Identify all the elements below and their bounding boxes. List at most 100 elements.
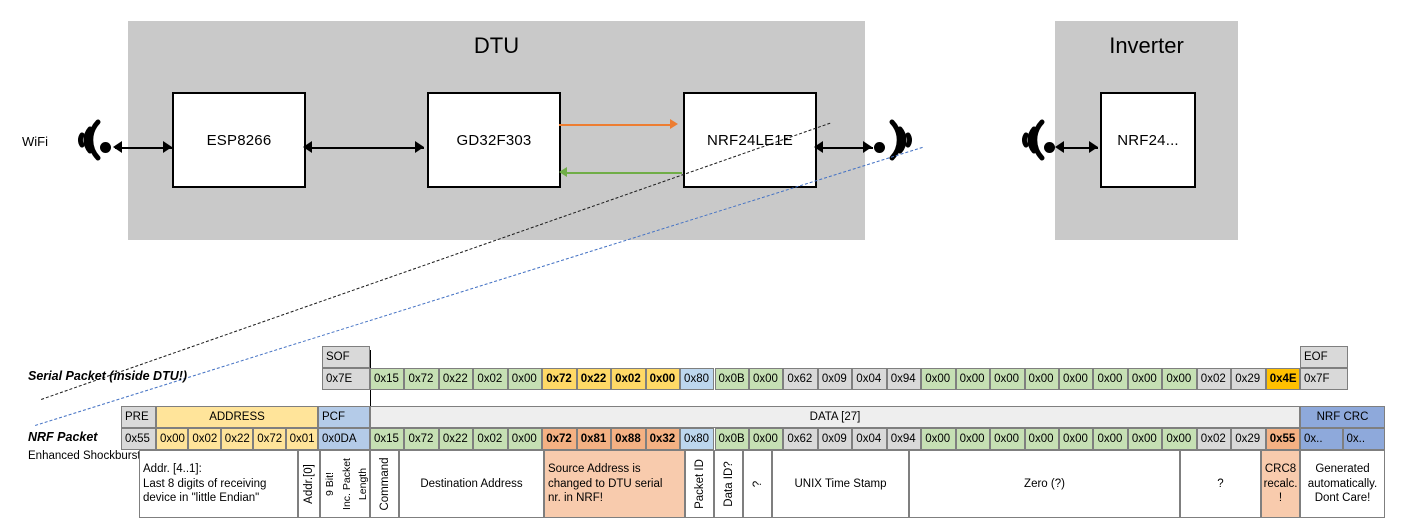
nrf-byte-15: 0x94 [886,428,922,450]
nrf-pre-value: 0x55 [121,428,156,450]
nrf-packet-sublabel: Enhanced Shockburst [28,450,141,462]
serial-byte-7: 0x02 [611,368,646,390]
desc-crc8-line2: recalc. [1263,477,1298,490]
antenna-inverter-icon [1022,119,1045,161]
arrow-wifi-esp-head-right [163,141,172,153]
serial-byte-14: 0x04 [852,368,887,390]
serial-sof-header: SOF [322,346,370,368]
desc-zero: Zero (?) [909,450,1180,518]
arrow-nrf-antenna-head-left [814,141,823,153]
desc-nrf-crc-line2: automatically. [1307,477,1378,490]
serial-byte-17: 0x00 [955,368,991,390]
serial-byte-13: 0x09 [817,368,853,390]
serial-eof-value: 0x7F [1300,368,1348,390]
arrow-esp-gd32 [307,147,424,149]
serial-byte-5: 0x72 [542,368,577,390]
nrf-address-value-4: 0x01 [285,428,318,450]
wifi-label: WiFi [22,134,48,149]
nrf-pcf-header: PCF [318,406,370,428]
serial-byte-19: 0x00 [1024,368,1059,390]
nrf-crc-value-1: 0x.. [1342,428,1385,450]
desc-addr0-label: Addr.[0] [303,464,315,504]
serial-byte-9: 0x80 [680,368,715,390]
serial-byte-1: 0x72 [404,368,439,390]
chip-gd32f303-label: GD32F303 [456,131,532,149]
desc-address-line3: device in "little Endian" [143,492,260,505]
nrf-byte-25: 0x29 [1231,428,1266,450]
desc-source-line1: Source Address is [548,462,641,475]
nrf-byte-6: 0x81 [576,428,612,450]
nrf-byte-18: 0x00 [990,428,1025,450]
nrf-byte-2: 0x22 [438,428,474,450]
nrf-byte-1: 0x72 [404,428,439,450]
serial-byte-25: 0x29 [1231,368,1266,390]
serial-byte-8: 0x00 [645,368,681,390]
nrf-address-value-3: 0x72 [253,428,286,450]
serial-byte-4: 0x00 [507,368,543,390]
nrf-byte-12: 0x62 [783,428,818,450]
desc-data-id-label: Data ID? [722,461,735,507]
nrf-byte-19: 0x00 [1024,428,1059,450]
serial-eof-header: EOF [1300,346,1348,368]
arrow-nrf-gd32-green-head [559,167,567,177]
desc-timestamp: UNIX Time Stamp [772,450,909,518]
nrf-pre-header: PRE [121,406,156,428]
dtu-title: DTU [473,33,520,58]
arrow-nrf-antenna [818,147,873,149]
serial-sof-value: 0x7E [322,368,370,390]
desc-crc8-line3: ! [1278,492,1283,505]
nrf-byte-26: 0x55 [1265,428,1301,450]
desc-pcf: 9 Bit! Inc. Packet Length [320,450,370,518]
nrf-byte-8: 0x32 [645,428,681,450]
nrf-byte-0: 0x15 [370,428,405,450]
arrow-antenna-nrf24 [1058,147,1098,149]
nrf-byte-9: 0x80 [680,428,715,450]
serial-byte-21: 0x00 [1093,368,1128,390]
nrf-byte-17: 0x00 [955,428,991,450]
chip-gd32f303: GD32F303 [427,92,561,188]
antenna-wifi-icon [78,119,101,161]
desc-source: Source Address is changed to DTU serial … [544,450,685,518]
desc-crc8-line1: CRC8 [1264,462,1297,475]
nrf-byte-22: 0x00 [1127,428,1163,450]
arrow-wifi-esp [115,147,172,149]
serial-byte-11: 0x00 [748,368,784,390]
nrf-byte-24: 0x02 [1196,428,1232,450]
desc-pcf-line1: 9 Bit! [323,472,336,496]
arrow-antenna-nrf24-head-left [1055,141,1064,153]
serial-byte-15: 0x94 [886,368,922,390]
nrf-byte-3: 0x02 [473,428,508,450]
nrf-byte-5: 0x72 [542,428,577,450]
desc-pcf-line3: Length [357,467,369,501]
antenna-inverter-dot [1044,142,1055,153]
desc-address-line2: Last 8 digits of receiving [143,477,267,490]
chip-nrf24-label: NRF24... [1117,131,1179,149]
nrf-crc-header: NRF CRC [1300,406,1385,428]
nrf-address-value-0: 0x00 [156,428,189,450]
nrf-byte-14: 0x04 [852,428,887,450]
desc-address-line1: Addr. [4..1]: [143,462,202,475]
serial-byte-16: 0x00 [921,368,956,390]
arrow-gd32-nrf-orange-head [670,119,678,129]
nrf-byte-20: 0x00 [1059,428,1094,450]
serial-packet-label: Serial Packet (inside DTU!) [28,369,188,383]
desc-qmark-vertical: ? [743,450,772,518]
chip-esp8266: ESP8266 [172,92,306,188]
nrf-address-value-1: 0x02 [188,428,221,450]
chip-nrf24le1e: NRF24LE1E [683,92,817,188]
serial-byte-18: 0x00 [990,368,1025,390]
nrf-byte-11: 0x00 [748,428,784,450]
desc-nrf-crc-line1: Generated [1315,462,1370,475]
desc-destination: Destination Address [399,450,544,518]
desc-nrf-crc-line3: Dont Care! [1314,492,1371,505]
serial-byte-22: 0x00 [1127,368,1163,390]
serial-byte-10: 0x0B [714,368,749,390]
arrow-nrf-antenna-head-right [863,141,872,153]
desc-command: Command [370,450,399,518]
nrf-address-header: ADDRESS [156,406,318,428]
desc-qmark-vertical-label: ? [751,480,764,488]
antenna-dtu-icon [889,119,912,161]
table-connector-line [370,350,371,435]
arrow-nrf-gd32-green [566,172,682,174]
nrf-address-value-2: 0x22 [220,428,254,450]
